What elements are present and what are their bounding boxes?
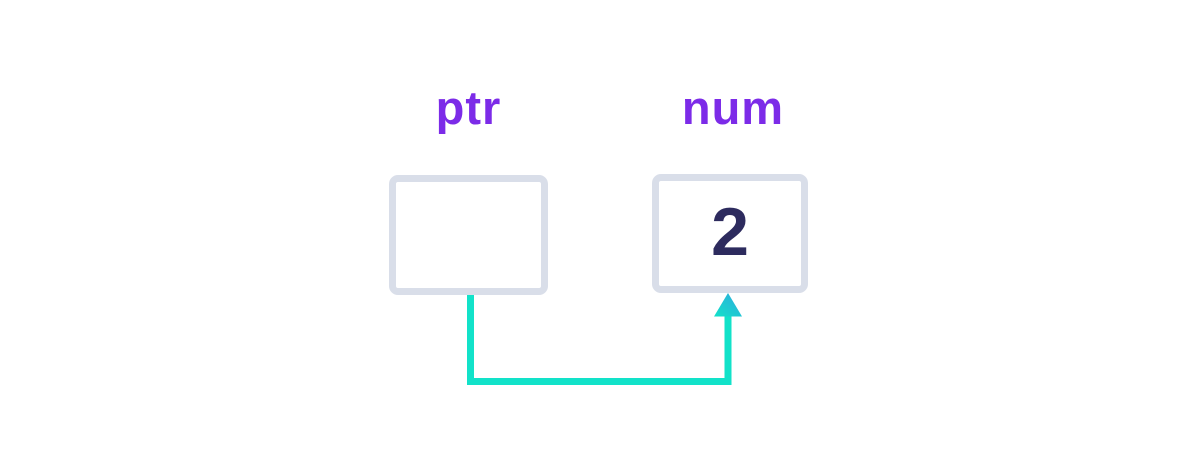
num-box: 2: [652, 174, 808, 293]
num-value: 2: [711, 193, 749, 270]
ptr-box: [389, 175, 548, 295]
arrow-shaft: [467, 295, 732, 385]
num-label: num: [681, 81, 785, 134]
ptr-label: ptr: [435, 81, 502, 134]
arrow-head: [714, 293, 742, 317]
